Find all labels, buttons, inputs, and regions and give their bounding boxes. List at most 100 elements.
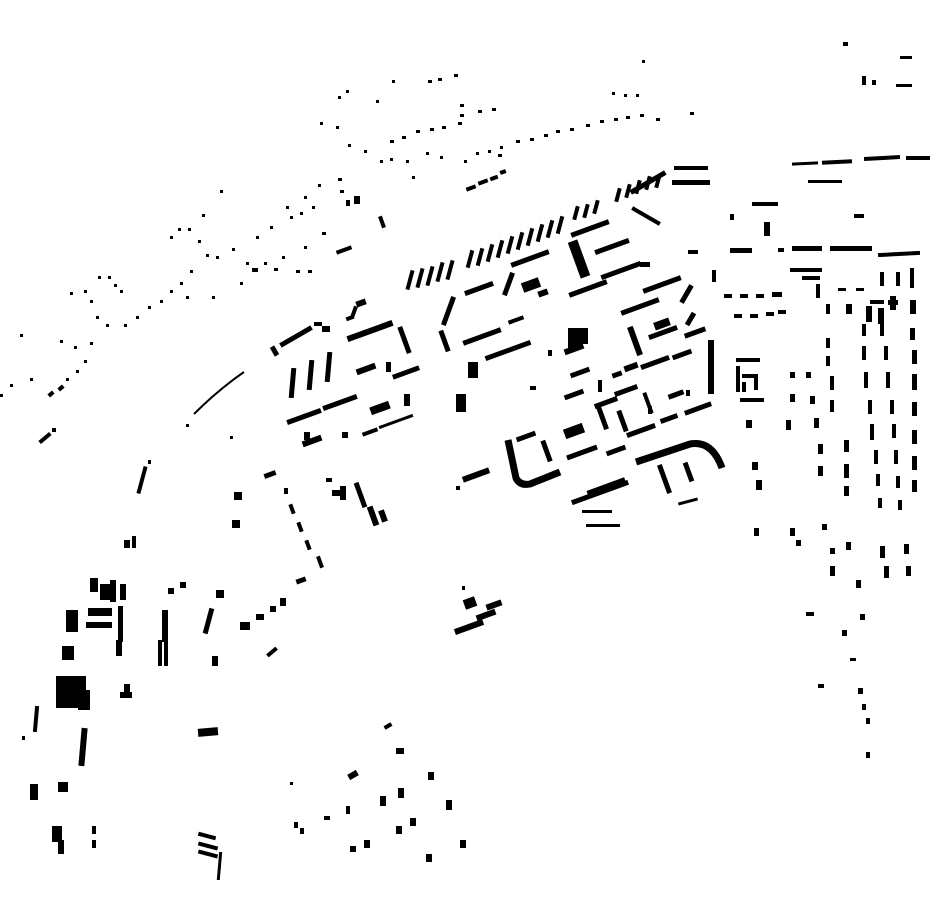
- building-footprint: [484, 339, 532, 362]
- building-footprint: [426, 854, 432, 862]
- building-footprint: [614, 187, 622, 203]
- building-footprint: [821, 159, 853, 165]
- building-footprint: [671, 348, 693, 361]
- building-footprint: [830, 376, 834, 390]
- building-footprint: [686, 390, 690, 396]
- building-footprint: [791, 161, 819, 166]
- building-footprint: [110, 580, 116, 602]
- building-footprint: [270, 226, 273, 229]
- building-footprint: [682, 461, 695, 483]
- building-footprint: [515, 430, 537, 443]
- building-footprint: [614, 118, 618, 121]
- building-footprint: [84, 360, 87, 363]
- building-footprint: [188, 228, 191, 231]
- building-footprint: [792, 246, 822, 251]
- building-footprint: [616, 409, 629, 433]
- building-footprint: [332, 490, 346, 496]
- building-footprint: [84, 290, 87, 293]
- building-footprint: [340, 486, 346, 500]
- building-footprint: [100, 584, 110, 600]
- building-footprint: [592, 199, 600, 215]
- building-footprint: [499, 169, 507, 175]
- building-footprint: [562, 422, 586, 440]
- building-footprint: [461, 467, 491, 483]
- building-footprint: [842, 630, 847, 636]
- building-footprint: [454, 74, 458, 77]
- building-footprint: [206, 254, 209, 257]
- building-footprint: [57, 384, 65, 392]
- building-footprint: [246, 262, 249, 265]
- building-footprint: [754, 528, 759, 536]
- building-footprint: [212, 296, 215, 299]
- building-footprint: [306, 359, 315, 391]
- building-footprint: [190, 270, 193, 273]
- building-footprint: [462, 327, 502, 346]
- building-footprint: [683, 401, 713, 416]
- building-footprint: [648, 406, 652, 414]
- curved-building: [504, 439, 562, 488]
- building-footprint: [884, 346, 888, 360]
- building-footprint: [58, 840, 64, 854]
- building-footprint: [30, 784, 38, 800]
- building-footprint: [672, 180, 710, 185]
- building-footprint: [286, 206, 289, 209]
- building-footprint: [634, 179, 642, 195]
- building-footprint: [830, 548, 835, 554]
- building-footprint: [544, 134, 548, 137]
- building-footprint: [730, 214, 734, 220]
- building-footprint: [868, 400, 872, 414]
- building-footprint: [197, 849, 219, 859]
- building-footprint: [132, 536, 136, 548]
- building-footprint: [274, 268, 278, 271]
- building-footprint: [489, 174, 499, 182]
- building-footprint: [52, 826, 62, 842]
- building-footprint: [120, 584, 126, 600]
- building-footprint: [567, 239, 591, 279]
- building-footprint: [355, 298, 367, 308]
- building-footprint: [636, 94, 639, 97]
- building-footprint: [288, 503, 296, 515]
- building-footprint: [640, 262, 650, 267]
- building-footprint: [465, 249, 475, 269]
- building-footprint: [380, 796, 386, 806]
- building-footprint: [364, 150, 367, 153]
- building-footprint: [878, 498, 882, 508]
- building-footprint: [657, 464, 672, 494]
- building-footprint: [430, 128, 434, 131]
- building-footprint: [505, 235, 515, 255]
- building-footprint: [366, 505, 380, 527]
- building-footprint: [736, 366, 740, 392]
- building-footprint: [862, 324, 866, 336]
- building-footprint: [880, 272, 884, 286]
- building-footprint: [342, 432, 348, 438]
- building-footprint: [30, 378, 33, 381]
- building-footprint: [256, 236, 259, 239]
- building-footprint: [605, 444, 627, 457]
- building-footprint: [410, 818, 416, 826]
- building-footprint: [435, 261, 445, 283]
- building-footprint: [296, 270, 300, 273]
- building-footprint: [850, 658, 856, 661]
- building-footprint: [280, 598, 286, 606]
- building-footprint: [656, 118, 660, 121]
- building-footprint: [862, 346, 866, 360]
- building-footprint: [456, 486, 460, 490]
- building-footprint: [830, 400, 834, 412]
- building-footprint: [623, 361, 639, 373]
- building-footprint: [124, 684, 130, 694]
- building-footprint: [148, 460, 151, 464]
- building-footprint: [498, 154, 502, 157]
- building-footprint: [525, 227, 535, 247]
- building-footprint: [324, 351, 333, 383]
- building-footprint: [92, 826, 96, 834]
- building-footprint: [232, 248, 235, 251]
- building-footprint: [730, 248, 752, 253]
- building-footprint: [563, 388, 585, 401]
- building-footprint: [537, 288, 549, 298]
- building-footprint: [346, 90, 349, 93]
- building-footprint: [640, 114, 644, 117]
- building-footprint: [904, 544, 909, 554]
- building-footprint: [316, 555, 324, 569]
- building-footprint: [854, 214, 864, 218]
